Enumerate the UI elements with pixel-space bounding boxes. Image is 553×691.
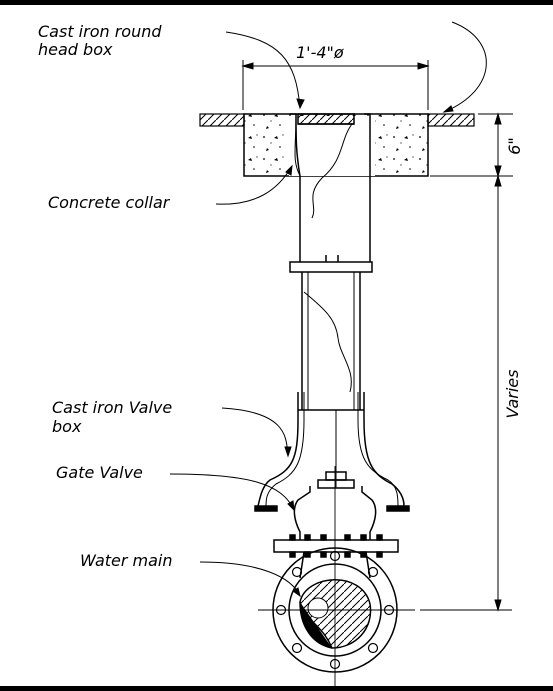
top-border [0,0,553,5]
varies-dimension [420,174,512,612]
extension-shaft [301,272,361,410]
water-main-leader [199,561,301,597]
concrete-collar [243,113,429,177]
head-box-label-line2: head box [38,40,113,59]
valve-box-label-line2: box [52,417,82,436]
concrete-collar-label: Concrete collar [48,193,171,212]
collar-width-dimension [241,60,430,110]
gate-valve [273,471,399,579]
collar-depth-label: 6" [505,137,524,155]
valve-box-label-line1: Cast iron Valve [52,398,172,417]
bottom-border [0,686,553,691]
centerlines [258,466,415,688]
water-main-label: Water main [80,551,173,570]
head-box-label-line1: Cast iron round [38,22,162,41]
collar-width-label: 1'-4"ø [296,43,344,62]
gate-valve-leader [169,473,295,511]
box-flange [289,255,373,273]
ground-leader [443,21,487,113]
varies-label: Varies [503,370,522,419]
gate-valve-label: Gate Valve [56,463,143,482]
collar-depth-dimension [430,112,513,178]
head-box [290,113,371,262]
leader-lines [169,21,487,598]
head-box-leader [225,31,301,109]
ground-surface [199,113,475,127]
cast-iron-valve-box [254,392,410,512]
valve-box-leader [221,407,289,457]
